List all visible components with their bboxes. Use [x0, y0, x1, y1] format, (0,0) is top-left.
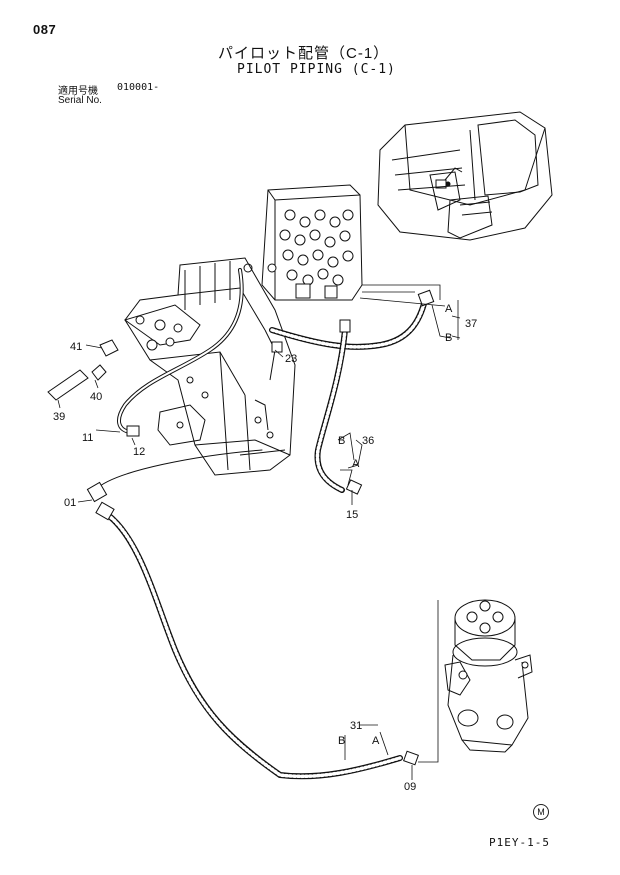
callout-36: 36 [362, 435, 374, 447]
callout-15: 15 [346, 509, 358, 521]
hose-31 [105, 512, 403, 780]
callout-31: 31 [350, 720, 362, 732]
page-title-japanese: パイロット配管（C-1） [218, 45, 390, 62]
callout-36-end-b: B [338, 435, 345, 447]
serial-number: 010001- [117, 82, 160, 93]
drawing-code: P1EY-1-5 [489, 836, 550, 849]
callout-01: 01 [64, 497, 76, 509]
pilot-hoses [94, 268, 428, 780]
page-number: 087 [33, 22, 57, 37]
hose-fittings [47, 289, 435, 766]
callout-31-end-b: B [338, 735, 345, 747]
pilot-valve-fittings [243, 209, 354, 299]
page-title-english: PILOT PIPING (C-1) [237, 62, 396, 77]
pipe-01 [94, 449, 263, 491]
callout-23: 23 [285, 353, 297, 365]
control-valve-ports [135, 315, 274, 439]
callout-37-end-a: A [445, 303, 453, 315]
callout-41: 41 [70, 341, 82, 353]
callout-36-end-a: A [352, 458, 360, 470]
callout-31-end-a: A [372, 735, 380, 747]
callout-labels: 37 A B 36 B A 15 23 31 B A 09 01 11 12 4… [53, 303, 477, 793]
pilot-valve-block [261, 184, 363, 301]
callout-37: 37 [465, 318, 477, 330]
callout-12: 12 [133, 446, 145, 458]
control-valve-assembly [123, 257, 296, 476]
callout-11: 11 [82, 432, 93, 444]
leader-lines [57, 284, 461, 780]
swivel-joint-ports [458, 600, 529, 680]
manufacturer-mark: M [533, 804, 549, 820]
excavator-cab-illustration [377, 111, 553, 241]
callout-09: 09 [404, 781, 416, 793]
swivel-joint-illustration [444, 599, 533, 753]
callout-40: 40 [90, 391, 102, 403]
callout-37-end-b: B [445, 332, 452, 344]
callout-39: 39 [53, 411, 65, 423]
serial-label-japanese: 適用号機 [58, 86, 98, 97]
serial-label-english: Serial No. [58, 95, 102, 106]
